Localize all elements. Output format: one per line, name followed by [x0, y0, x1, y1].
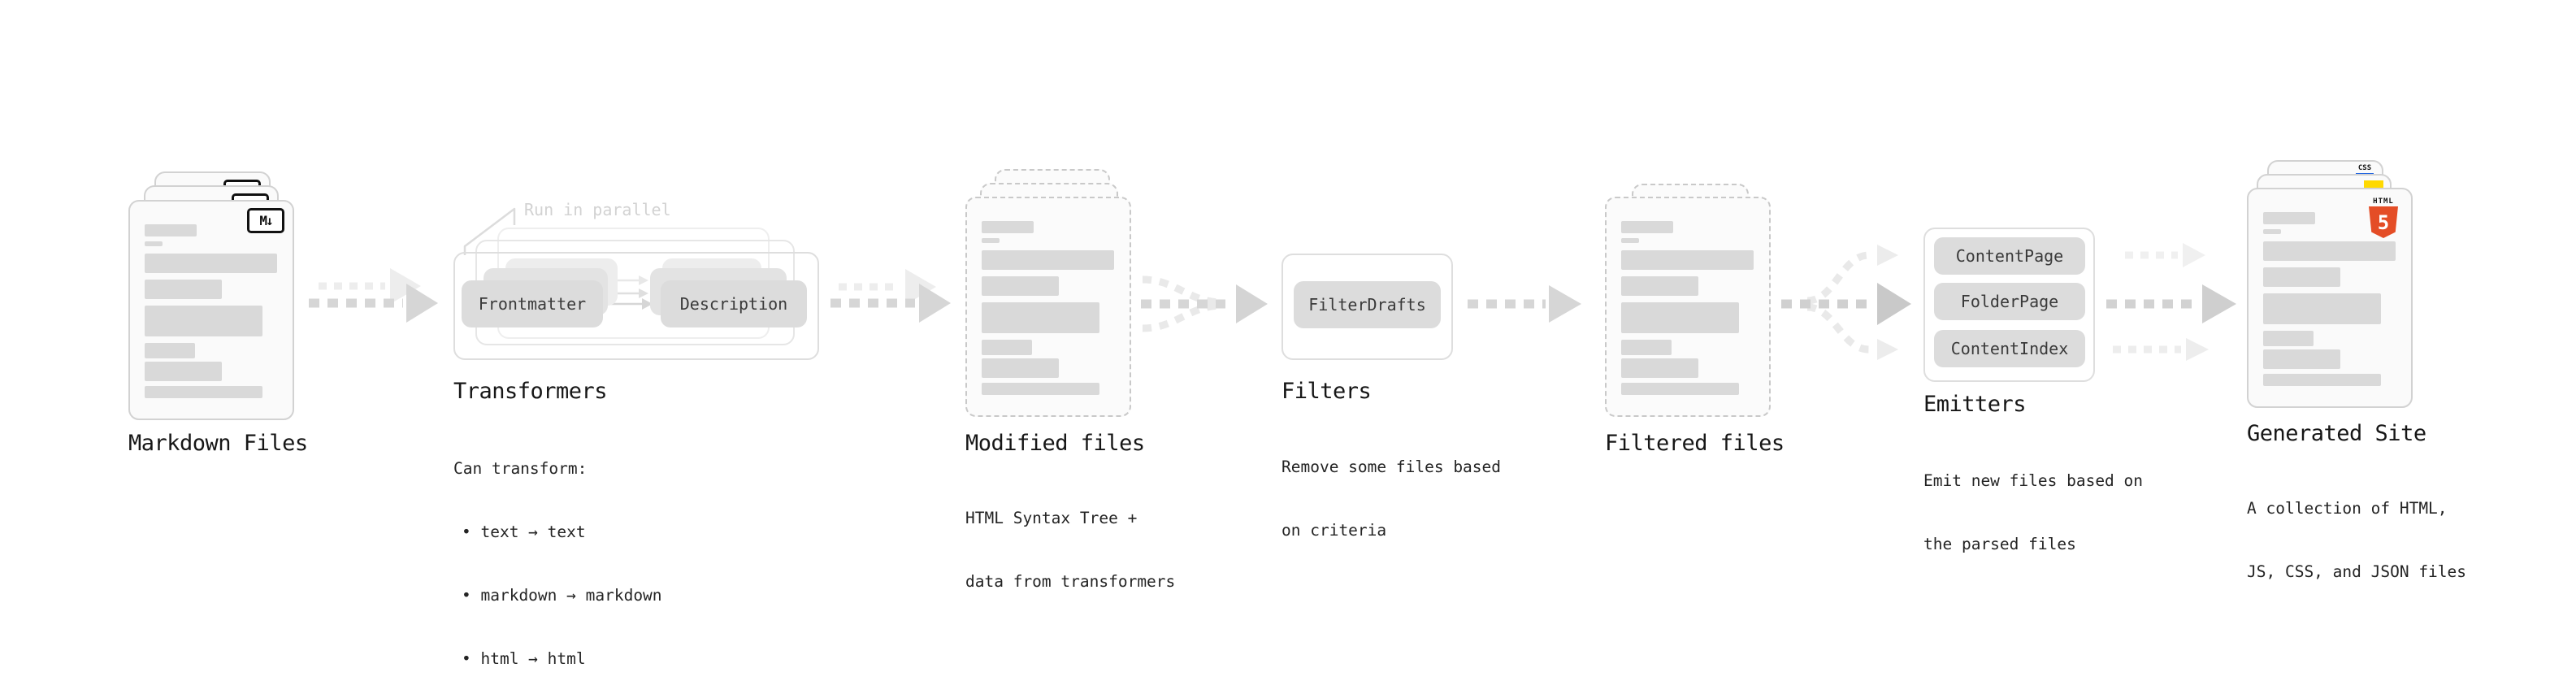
file-card: [1605, 197, 1771, 417]
file-card: HTML 5: [2247, 188, 2413, 408]
js-icon: [2364, 180, 2383, 189]
stage-subtitle-emitters: Emit new files based on the parsed files: [1923, 428, 2143, 597]
stage-label-filtered-files: Filtered files: [1605, 431, 1785, 456]
arrows-emitters-to-generated: [2106, 243, 2236, 361]
subtitle-line: Remove some files based: [1281, 458, 1502, 476]
file-card: [965, 197, 1131, 417]
arrow-markdown-to-transformers: [309, 268, 438, 323]
subtitle-line: data from transformers: [965, 572, 1176, 591]
document-content-placeholder: [967, 198, 1130, 415]
transformer-frame-front: [453, 252, 819, 360]
bullet-item: • markdown → markdown: [462, 586, 662, 605]
stage-label-markdown-files: Markdown Files: [128, 431, 308, 456]
transformer-step-arrows: [608, 275, 653, 310]
emitter-node-contentpage: ContentPage: [1934, 237, 2085, 275]
filter-node-filterdrafts: FilterDrafts: [1294, 281, 1441, 328]
html5-icon: HTML 5: [2367, 197, 2400, 238]
emitter-node-folderpage: FolderPage: [1934, 283, 2085, 320]
document-content-placeholder: [1607, 198, 1769, 415]
stage-subtitle-modified-files: HTML Syntax Tree + data from transformer…: [965, 466, 1175, 635]
markdown-icon: M↓: [247, 208, 284, 233]
transformer-node-description: Description: [661, 280, 807, 327]
note-line: Can transform:: [453, 459, 588, 478]
arrow-filtered-to-emitters: [1781, 245, 1911, 360]
subtitle-line: JS, CSS, and JSON files: [2247, 562, 2467, 581]
stage-label-generated-site: Generated Site: [2247, 421, 2426, 446]
stage-subtitle-generated-site: A collection of HTML, JS, CSS, and JSON …: [2247, 456, 2466, 625]
emitter-node-contentindex: ContentIndex: [1934, 330, 2085, 367]
subtitle-line: Emit new files based on: [1923, 471, 2144, 490]
arrow-transformers-to-modified: [830, 269, 951, 323]
stage-label-filters: Filters: [1281, 379, 1372, 404]
arrow-filters-to-filtered: [1468, 285, 1581, 323]
file-card: M↓: [128, 200, 294, 420]
subtitle-line: A collection of HTML,: [2247, 499, 2448, 518]
run-in-parallel-label: Run in parallel: [524, 200, 671, 219]
run-in-parallel-leader-line: [463, 207, 516, 255]
subtitle-line: HTML Syntax Tree +: [965, 509, 1138, 527]
document-content-placeholder: [130, 202, 293, 419]
transformer-node-frontmatter: Frontmatter: [462, 280, 603, 327]
stage-subtitle-filters: Remove some files based on criteria: [1281, 414, 1501, 583]
stage-label-transformers: Transformers: [453, 379, 608, 404]
stage-label-modified-files: Modified files: [965, 431, 1145, 456]
document-content-placeholder: [2249, 189, 2411, 406]
arrow-modified-to-filters: [1141, 275, 1268, 332]
bullet-item: • html → html: [462, 649, 586, 668]
stage-label-emitters: Emitters: [1923, 392, 2027, 417]
subtitle-line: the parsed files: [1923, 535, 2076, 553]
bullet-item: • text → text: [462, 523, 586, 541]
subtitle-line: on criteria: [1281, 521, 1387, 540]
stage-subtitle-transformers: Can transform: • text → text • markdown …: [453, 416, 662, 681]
